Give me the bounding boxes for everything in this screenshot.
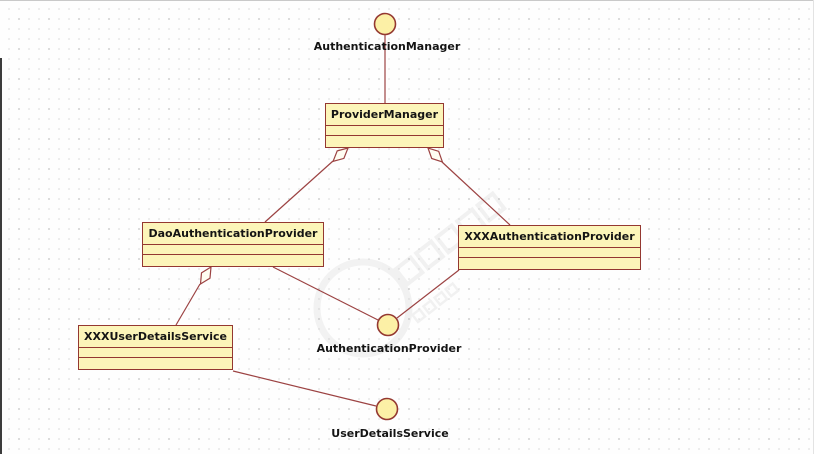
interface-label-user-details-service: UserDetailsService: [331, 427, 449, 440]
operations-compartment: [326, 136, 443, 147]
attributes-compartment: [326, 126, 443, 136]
attributes-compartment: [143, 245, 323, 255]
class-title: DaoAuthenticationProvider: [143, 223, 323, 245]
watermark: [313, 190, 508, 358]
edge-daoauthenticationprovider-xxxuserdetailsservice[interactable]: [175, 283, 201, 326]
operations-compartment: [459, 258, 640, 269]
class-xxx-authentication-provider[interactable]: XXXAuthenticationProvider: [458, 225, 641, 270]
operations-compartment: [143, 255, 323, 266]
edge-xxxauthenticationprovider-authenticationprovider[interactable]: [396, 269, 460, 319]
screen-left-border: [0, 58, 2, 454]
edge-providermanager-xxxauthenticationprovider[interactable]: [441, 161, 511, 226]
interface-label-authentication-manager: AuthenticationManager: [313, 40, 461, 53]
class-title: XXXAuthenticationProvider: [459, 226, 640, 248]
operations-compartment: [79, 358, 232, 369]
edge-xxxuserdetailsservice-userdetailsservice[interactable]: [232, 370, 377, 407]
edge-providermanager-daoauthenticationprovider[interactable]: [264, 160, 334, 223]
attributes-compartment: [79, 348, 232, 358]
class-dao-authentication-provider[interactable]: DaoAuthenticationProvider: [142, 222, 324, 267]
aggregation-diamond: [332, 147, 349, 163]
interface-lollipop-authentication-manager[interactable]: [373, 12, 397, 36]
aggregation-diamond: [427, 147, 444, 163]
interface-lollipop-authentication-provider[interactable]: [376, 313, 400, 337]
class-title: ProviderManager: [326, 104, 443, 126]
interface-label-authentication-provider: AuthenticationProvider: [316, 342, 462, 355]
edge-daoauthenticationprovider-authenticationprovider[interactable]: [272, 266, 379, 321]
attributes-compartment: [459, 248, 640, 258]
class-title: XXXUserDetailsService: [79, 326, 232, 348]
interface-lollipop-user-details-service[interactable]: [375, 397, 399, 421]
class-xxx-user-details-service[interactable]: XXXUserDetailsService: [78, 325, 233, 370]
screen-top-border: [0, 0, 814, 1]
aggregation-diamond: [199, 265, 212, 286]
class-provider-manager[interactable]: ProviderManager: [325, 103, 444, 148]
